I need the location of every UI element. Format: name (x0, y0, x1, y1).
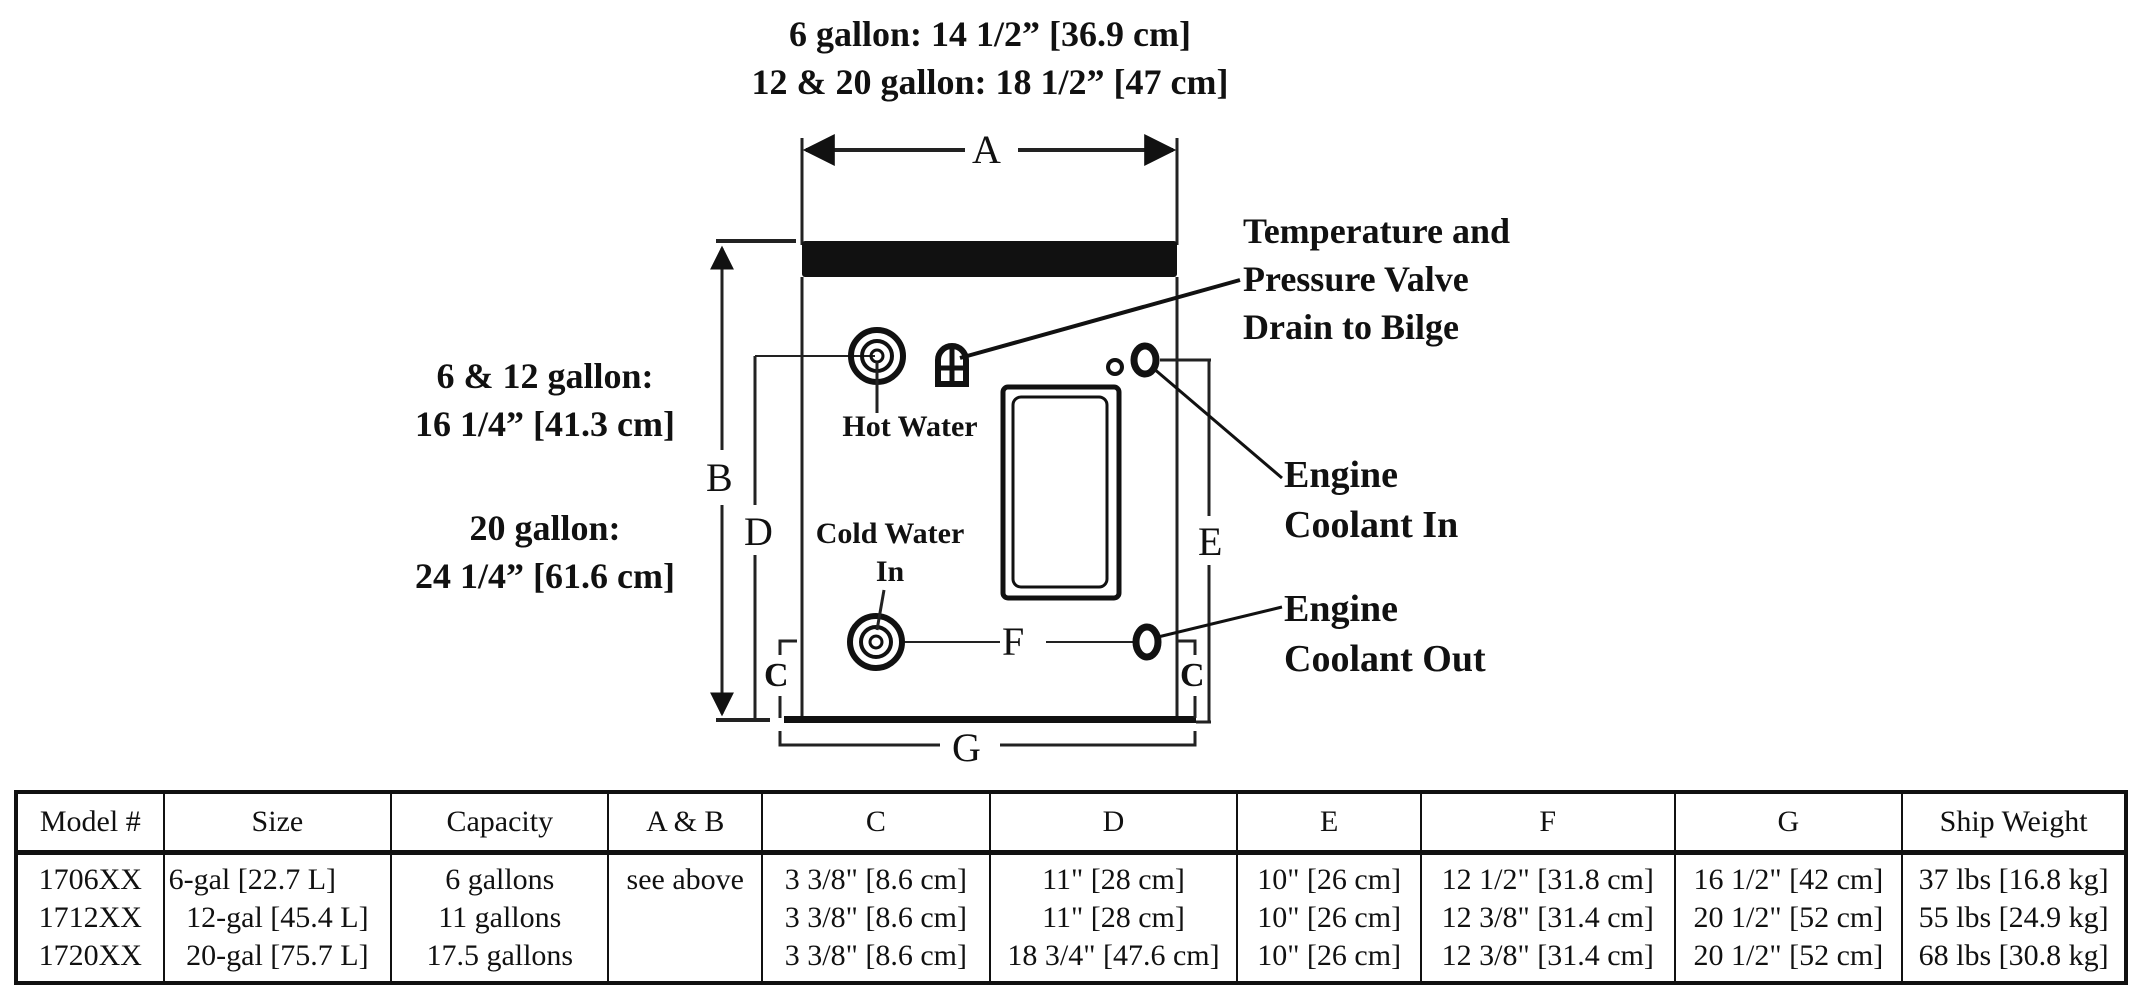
dimension-c-left (778, 639, 797, 718)
cell-a-b (607, 937, 764, 983)
cell-capacity: 17.5 gallons (390, 937, 610, 983)
cell-f: 12 1/2" [31.8 cm] (1419, 852, 1676, 899)
coolant-out-line1: Engine (1284, 588, 1399, 630)
cell-d: 11" [28 cm] (988, 852, 1239, 899)
cell-a-b: see above (607, 852, 764, 899)
cell-d: 11" [28 cm] (988, 899, 1239, 937)
height-b-small-line1: 6 & 12 gallon: (436, 356, 654, 396)
cell-e: 10" [26 cm] (1236, 937, 1422, 983)
dim-letter-a: A (968, 130, 1005, 170)
table-row: 1712XX 12-gal [45.4 L] 11 gallons 3 3/8"… (15, 899, 2127, 937)
cell-c: 3 3/8" [8.6 cm] (761, 899, 991, 937)
col-header-ship-weight: Ship Weight (1901, 791, 2127, 855)
height-b-small-line2: 16 1/4” [41.3 cm] (415, 404, 675, 444)
tank-body (784, 241, 1196, 723)
cell-size: 20-gal [75.7 L] (162, 937, 393, 983)
dim-letter-c-left: C (764, 656, 789, 696)
cell-ship-weight: 37 lbs [16.8 kg] (1901, 852, 2127, 899)
col-header-c: C (761, 791, 991, 855)
cell-model: 1706XX (15, 852, 165, 899)
col-header-e: E (1236, 791, 1422, 855)
cell-capacity: 11 gallons (390, 899, 610, 937)
height-b-large-line1: 20 gallon: (469, 508, 621, 548)
dimension-a (800, 134, 1179, 245)
height-b-large-caption: 20 gallon: 24 1/4” [61.6 cm] (400, 504, 690, 600)
cold-water-line1: Cold Water (815, 517, 965, 550)
table-row: 1720XX 20-gal [75.7 L] 17.5 gallons 3 3/… (15, 937, 2127, 983)
coolant-in-fitting-icon (1106, 342, 1283, 480)
cell-e: 10" [26 cm] (1236, 899, 1422, 937)
cell-f: 12 3/8" [31.4 cm] (1419, 899, 1676, 937)
dimension-d (753, 355, 875, 720)
col-header-f: F (1419, 791, 1676, 855)
water-heater-diagram (710, 134, 1283, 747)
dimension-c-right (1177, 639, 1197, 718)
coolant-out-fitting-icon (1132, 605, 1283, 661)
cell-e: 10" [26 cm] (1236, 852, 1422, 899)
width-a-line2: 12 & 20 gallon: 18 1/2” [47 cm] (751, 62, 1229, 102)
cell-g: 20 1/2" [52 cm] (1673, 899, 1904, 937)
col-header-size: Size (162, 791, 393, 855)
tp-valve-icon (935, 278, 1241, 387)
cell-d: 18 3/4" [47.6 cm] (988, 937, 1239, 983)
spec-table: Model # Size Capacity A & B C D E F G Sh… (14, 790, 2128, 985)
tp-valve-caption: Temperature and Pressure Valve Drain to … (1243, 207, 1510, 351)
dim-letter-d: D (744, 509, 773, 554)
col-header-g: G (1673, 791, 1904, 855)
width-a-line1: 6 gallon: 14 1/2” [36.9 cm] (789, 14, 1191, 54)
coolant-in-line2: Coolant In (1284, 504, 1459, 546)
hot-water-label: Hot Water (842, 410, 978, 443)
dim-letter-c-right: C (1180, 656, 1205, 696)
tp-valve-line3: Drain to Bilge (1243, 307, 1459, 347)
thermostat-panel (1000, 384, 1122, 601)
cell-a-b (607, 899, 764, 937)
cell-model: 1712XX (15, 899, 165, 937)
width-a-caption: 6 gallon: 14 1/2” [36.9 cm] 12 & 20 gall… (700, 10, 1280, 106)
cell-c: 3 3/8" [8.6 cm] (761, 852, 991, 899)
cell-f: 12 3/8" [31.4 cm] (1419, 937, 1676, 983)
coolant-out-line2: Coolant Out (1284, 638, 1486, 680)
cell-capacity: 6 gallons (390, 852, 610, 899)
cell-size: 12-gal [45.4 L] (162, 899, 393, 937)
hot-water-fitting-icon (848, 327, 906, 413)
col-header-d: D (988, 791, 1239, 855)
height-b-small-caption: 6 & 12 gallon: 16 1/4” [41.3 cm] (400, 352, 690, 448)
coolant-in-line1: Engine (1284, 454, 1399, 496)
col-header-a-b: A & B (607, 791, 764, 855)
dimension-b (710, 239, 796, 722)
cold-water-caption: Cold Water In (800, 515, 980, 591)
cell-ship-weight: 68 lbs [30.8 kg] (1901, 937, 2127, 983)
cell-g: 20 1/2" [52 cm] (1673, 937, 1904, 983)
dim-letter-f: F (1002, 619, 1025, 664)
tp-valve-line2: Pressure Valve (1243, 259, 1469, 299)
coolant-in-caption: Engine Coolant In (1284, 450, 1458, 550)
table-header-row: Model # Size Capacity A & B C D E F G Sh… (15, 791, 2127, 855)
table-row: 1706XX 6-gal [22.7 L] 6 gallons see abov… (15, 852, 2127, 899)
coolant-out-caption: Engine Coolant Out (1284, 584, 1486, 684)
cell-size: 6-gal [22.7 L] (162, 852, 393, 899)
cell-ship-weight: 55 lbs [24.9 kg] (1901, 899, 2127, 937)
cold-water-fitting-icon (847, 589, 905, 671)
dim-letter-g: G (946, 728, 987, 768)
cold-water-line2: In (875, 555, 905, 588)
dim-letter-b: B (706, 455, 733, 500)
col-header-capacity: Capacity (390, 791, 610, 855)
cell-c: 3 3/8" [8.6 cm] (761, 937, 991, 983)
cell-model: 1720XX (15, 937, 165, 983)
dimension-e (1160, 358, 1211, 724)
col-header-model: Model # (15, 791, 165, 855)
height-b-large-line2: 24 1/4” [61.6 cm] (415, 556, 675, 596)
dimension-g (778, 731, 1197, 747)
cell-g: 16 1/2" [42 cm] (1673, 852, 1904, 899)
tp-valve-line1: Temperature and (1243, 211, 1511, 251)
dim-letter-e: E (1198, 519, 1223, 564)
